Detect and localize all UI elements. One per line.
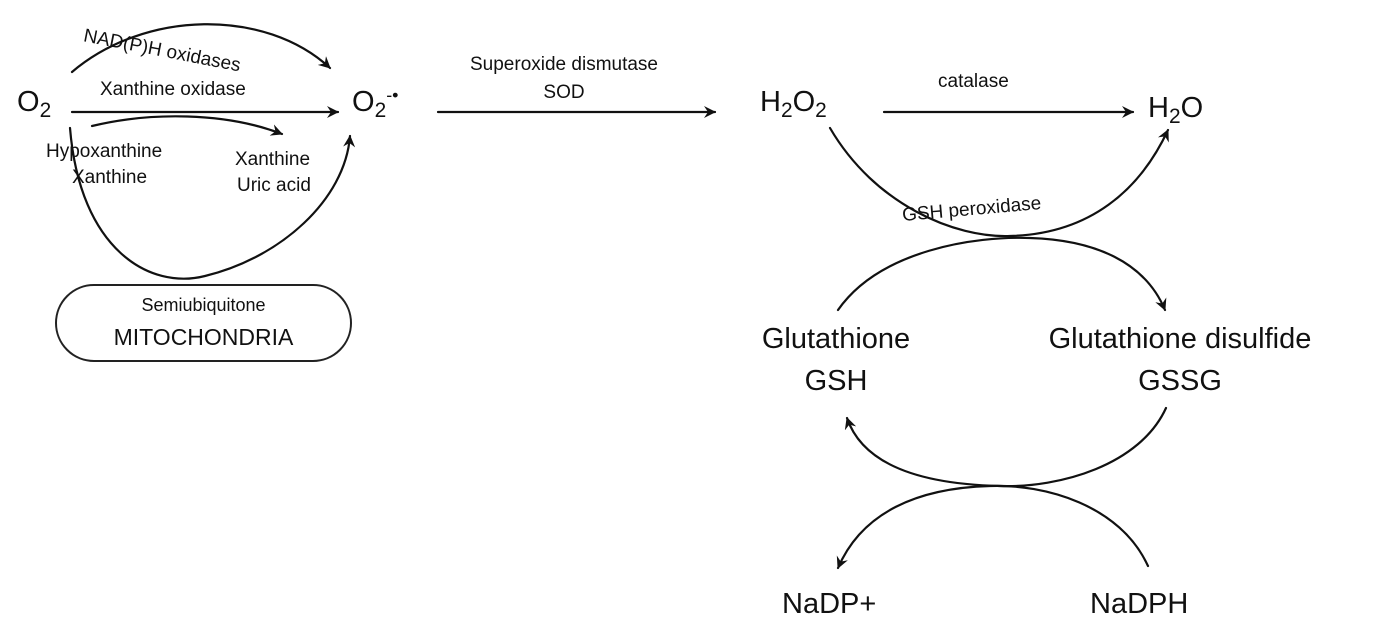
mitochondria-arrow <box>68 126 356 280</box>
water-label: H2O <box>1148 92 1204 128</box>
catalase-label: catalase <box>938 71 1009 92</box>
substrate-xanthine-label: Xanthine <box>72 167 148 188</box>
gssg-reduction-arrow <box>844 406 1168 488</box>
nadph-oxidase-arrow <box>70 23 332 74</box>
superoxide-label: O2-• <box>352 85 399 122</box>
nadph-oxidation-arrow <box>836 484 1150 570</box>
oxygen-label: O2 <box>17 86 52 122</box>
glutathione-abbr-label: GSH <box>804 365 868 397</box>
glutathione-disulfide-name-label: Glutathione disulfide <box>1048 323 1312 355</box>
sod-name-label: Superoxide dismutase <box>470 54 658 75</box>
gsh-peroxidase-arrow <box>828 126 1170 238</box>
sod-abbr-label: SOD <box>543 82 585 103</box>
semiubiquitone-label: Semiubiquitone <box>141 295 266 315</box>
glutathione-name-label: Glutathione <box>761 323 911 355</box>
xanthine-oxidase-label: Xanthine oxidase <box>100 79 246 100</box>
hydrogen-peroxide-label: H2O2 <box>760 86 827 122</box>
mitochondria-box <box>55 284 352 362</box>
gsh-oxidation-arrow <box>836 236 1167 312</box>
nadph-label: NaDPH <box>1090 588 1189 620</box>
product-uric-acid-label: Uric acid <box>237 175 311 196</box>
nadp-plus-label: NaDP+ <box>782 588 877 620</box>
product-xanthine-label: Xanthine <box>235 149 311 170</box>
glutathione-disulfide-abbr-label: GSSG <box>1138 365 1222 397</box>
substrate-conversion-arrow <box>90 115 284 136</box>
substrate-hypoxanthine-label: Hypoxanthine <box>46 141 163 162</box>
mitochondria-label: MITOCHONDRIA <box>113 324 294 350</box>
